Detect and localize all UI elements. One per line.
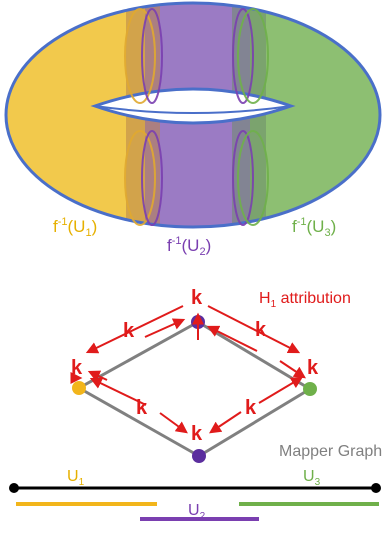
torus bbox=[4, 1, 382, 229]
line-endpoint-left bbox=[9, 483, 19, 493]
node-bottom bbox=[192, 449, 206, 463]
label-preimage-u3: f-1(U3) bbox=[292, 216, 336, 239]
torus-region-u1 bbox=[6, 3, 145, 227]
k-label-bottom: k bbox=[191, 423, 203, 445]
graph-edge-top-left bbox=[78, 320, 199, 390]
torus-region-u3 bbox=[250, 3, 380, 227]
label-preimage-u2: f-1(U2) bbox=[167, 235, 211, 258]
interval-label-u3: U3 bbox=[303, 468, 321, 488]
graph-edge-bottom-right bbox=[198, 387, 311, 458]
graph-edge-bottom-left bbox=[78, 386, 200, 458]
k-label-right: k bbox=[307, 357, 319, 379]
torus-outline bbox=[4, 1, 382, 229]
k-label-upper-right: k bbox=[255, 319, 267, 341]
line-endpoint-right bbox=[371, 483, 381, 493]
graph-edge-top-right bbox=[197, 320, 311, 391]
node-left bbox=[72, 381, 86, 395]
interval-label-u1: U1 bbox=[67, 468, 85, 488]
node-right bbox=[303, 382, 317, 396]
mapper-graph: k k k k k k k k bbox=[70, 287, 319, 463]
label-preimage-u1: f-1(U1) bbox=[53, 216, 97, 239]
k-label-left: k bbox=[71, 357, 83, 379]
k-label-top: k bbox=[191, 287, 203, 309]
attribution-arrows bbox=[70, 305, 306, 434]
k-label-upper-left: k bbox=[123, 320, 135, 342]
k-label-lower-right: k bbox=[245, 397, 257, 419]
k-label-lower-left: k bbox=[136, 397, 148, 419]
filter-line bbox=[9, 483, 381, 521]
interval-label-u2: U2 bbox=[188, 502, 206, 522]
mapper-graph-label: Mapper Graph bbox=[279, 443, 382, 460]
h1-attribution-label: H1 attribution bbox=[259, 290, 351, 310]
